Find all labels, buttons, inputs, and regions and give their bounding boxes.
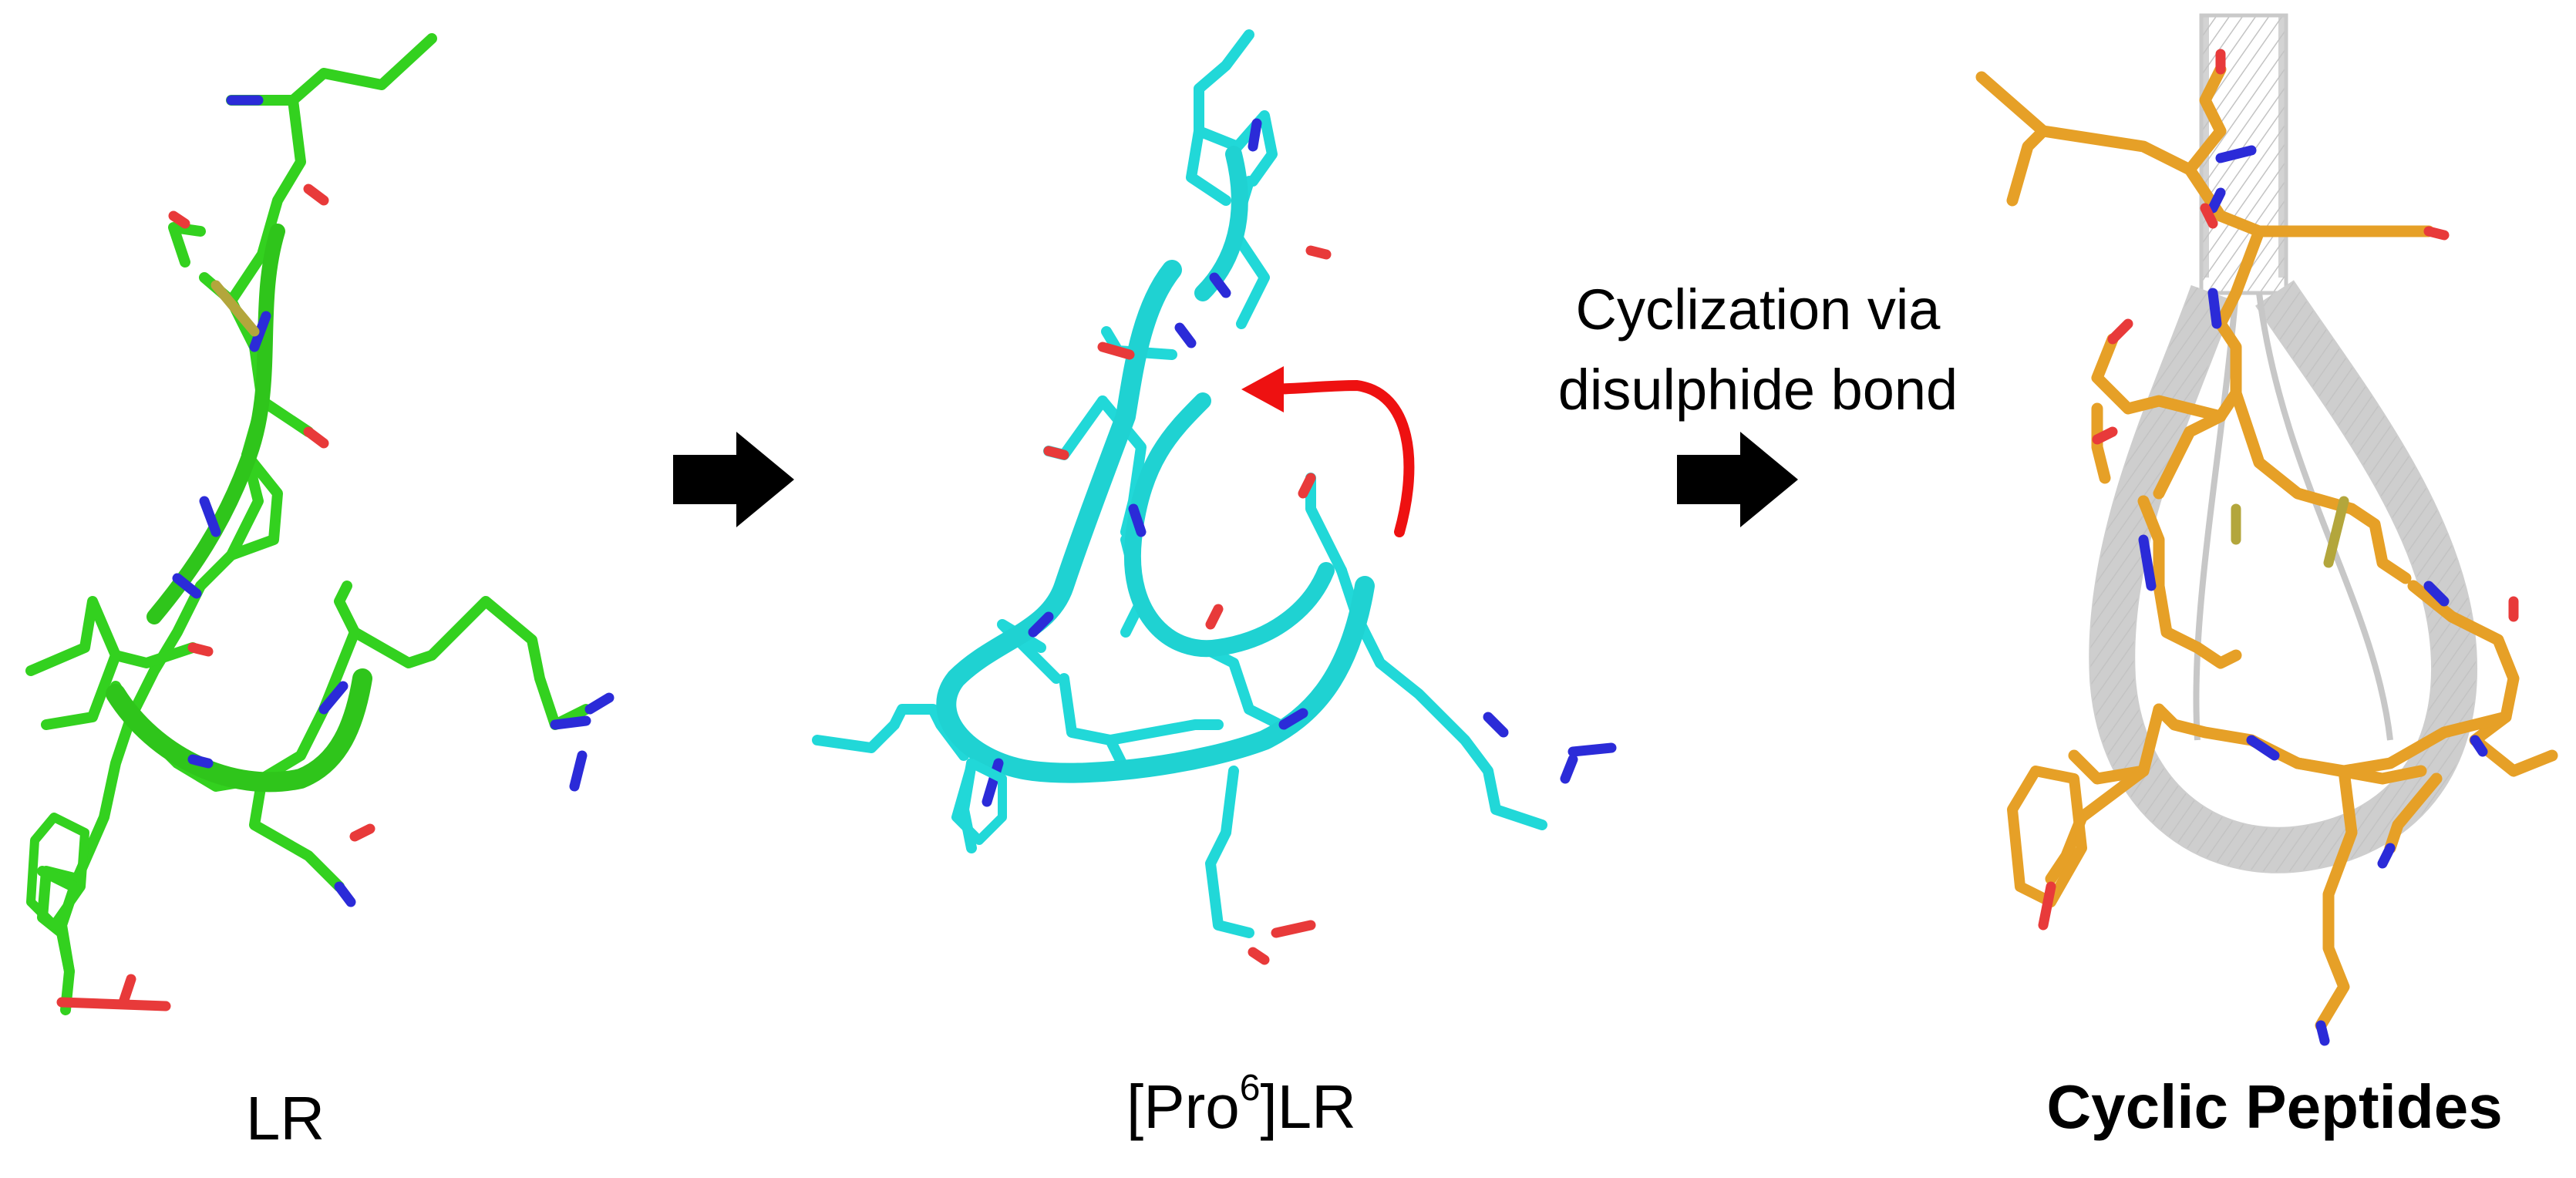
pro6-superscript: 6: [1239, 1068, 1261, 1109]
step-line-2: disulphide bond: [1557, 358, 1958, 422]
curved-arrow-icon: [1241, 366, 1415, 537]
pro6-lr-molecule: [812, 29, 1617, 965]
lr-caption: LR: [245, 1084, 325, 1153]
cyclization-step-label: Cyclization via disulphide bond: [1480, 270, 2036, 430]
pro6-lr-caption: [Pro6]LR: [1033, 1068, 1450, 1143]
cyclic-peptides-molecule: [1975, 49, 2558, 1046]
right-arrow-icon: [673, 432, 794, 527]
noose-rope-icon: [2089, 13, 2478, 873]
pro6-suffix: ]LR: [1260, 1072, 1356, 1141]
step-line-1: Cyclization via: [1575, 278, 1941, 342]
lr-molecule: [25, 33, 615, 1015]
pro6-prefix: [Pro: [1126, 1072, 1240, 1141]
right-arrow-icon: [1677, 432, 1798, 527]
cyclic-peptides-caption: Cyclic Peptides: [2046, 1072, 2503, 1141]
